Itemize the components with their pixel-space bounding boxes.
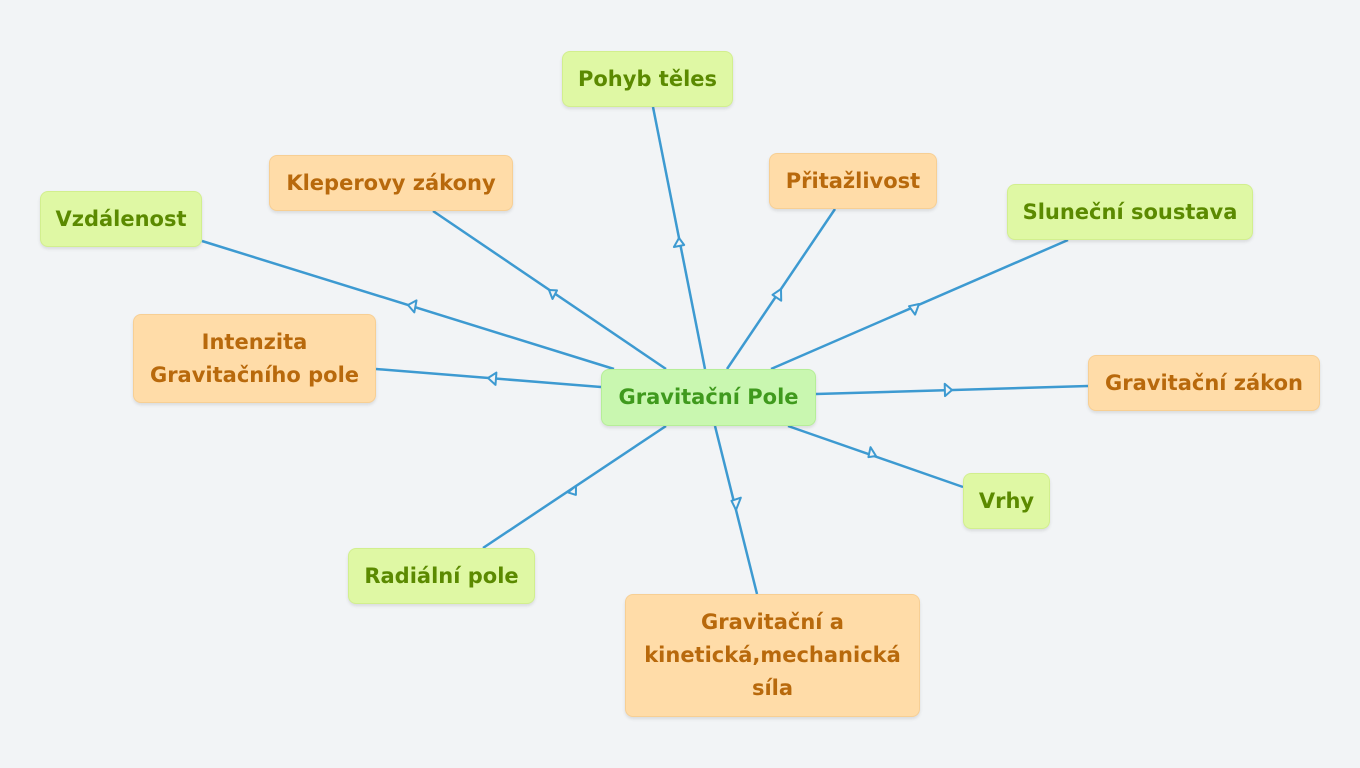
topic-label: Pohyb těles: [577, 66, 718, 91]
topic-node-vrhy[interactable]: Vrhy: [963, 473, 1050, 529]
connector-kleper: [432, 209, 667, 371]
topic-node-pritazlivost[interactable]: Přitažlivost: [769, 153, 937, 209]
connector-radial: [482, 424, 667, 550]
central-topic-label: Gravitační Pole: [618, 385, 799, 409]
topic-node-radialni-pole[interactable]: Radiální pole: [348, 548, 535, 604]
central-topic-node[interactable]: Gravitační Pole: [601, 369, 816, 426]
topic-node-gravitacni-zakon[interactable]: Gravitační zákon: [1088, 355, 1320, 411]
topic-label: Radiální pole: [364, 563, 519, 588]
connector-kinet: [713, 425, 759, 595]
topic-label: Kleperovy zákony: [286, 170, 496, 195]
connector-vzdal: [201, 239, 615, 371]
connector-vrhy: [787, 424, 964, 489]
connector-slunec: [770, 238, 1069, 371]
topic-label-line: Gravitačního pole: [149, 362, 360, 387]
topic-label: Vzdálenost: [55, 206, 187, 231]
topic-label-multiline: Gravitační a kinetická,mechanická síla: [644, 606, 901, 705]
topic-node-pohyb-teles[interactable]: Pohyb těles: [562, 51, 733, 107]
topic-label: Gravitační zákon: [1105, 370, 1303, 395]
topic-node-intenzita-gravitacniho-pole[interactable]: Intenzita Gravitačního pole: [133, 314, 376, 403]
topic-label-line: Intenzita: [201, 329, 308, 354]
topic-node-vzdalenost[interactable]: Vzdálenost: [40, 191, 202, 247]
connector-pohyb: [651, 106, 707, 370]
topic-label: Sluneční soustava: [1022, 199, 1238, 224]
topic-label: Přitažlivost: [785, 168, 921, 193]
topic-node-gravitacni-kineticka-sila[interactable]: Gravitační a kinetická,mechanická síla: [625, 594, 920, 717]
topic-label-line: kinetická,mechanická: [644, 643, 901, 667]
connector-pritaz: [725, 208, 837, 370]
topic-label-multiline: Intenzita Gravitačního pole: [150, 326, 359, 392]
topic-label-line: Gravitační a: [701, 610, 844, 634]
topic-label-line: síla: [751, 676, 794, 700]
connector-intenz: [375, 367, 602, 389]
connector-zakon: [815, 382, 1089, 398]
topic-node-slunecni-soustava[interactable]: Sluneční soustava: [1007, 184, 1253, 240]
topic-node-kleperovy-zakony[interactable]: Kleperovy zákony: [269, 155, 513, 211]
topic-label: Vrhy: [978, 488, 1035, 513]
